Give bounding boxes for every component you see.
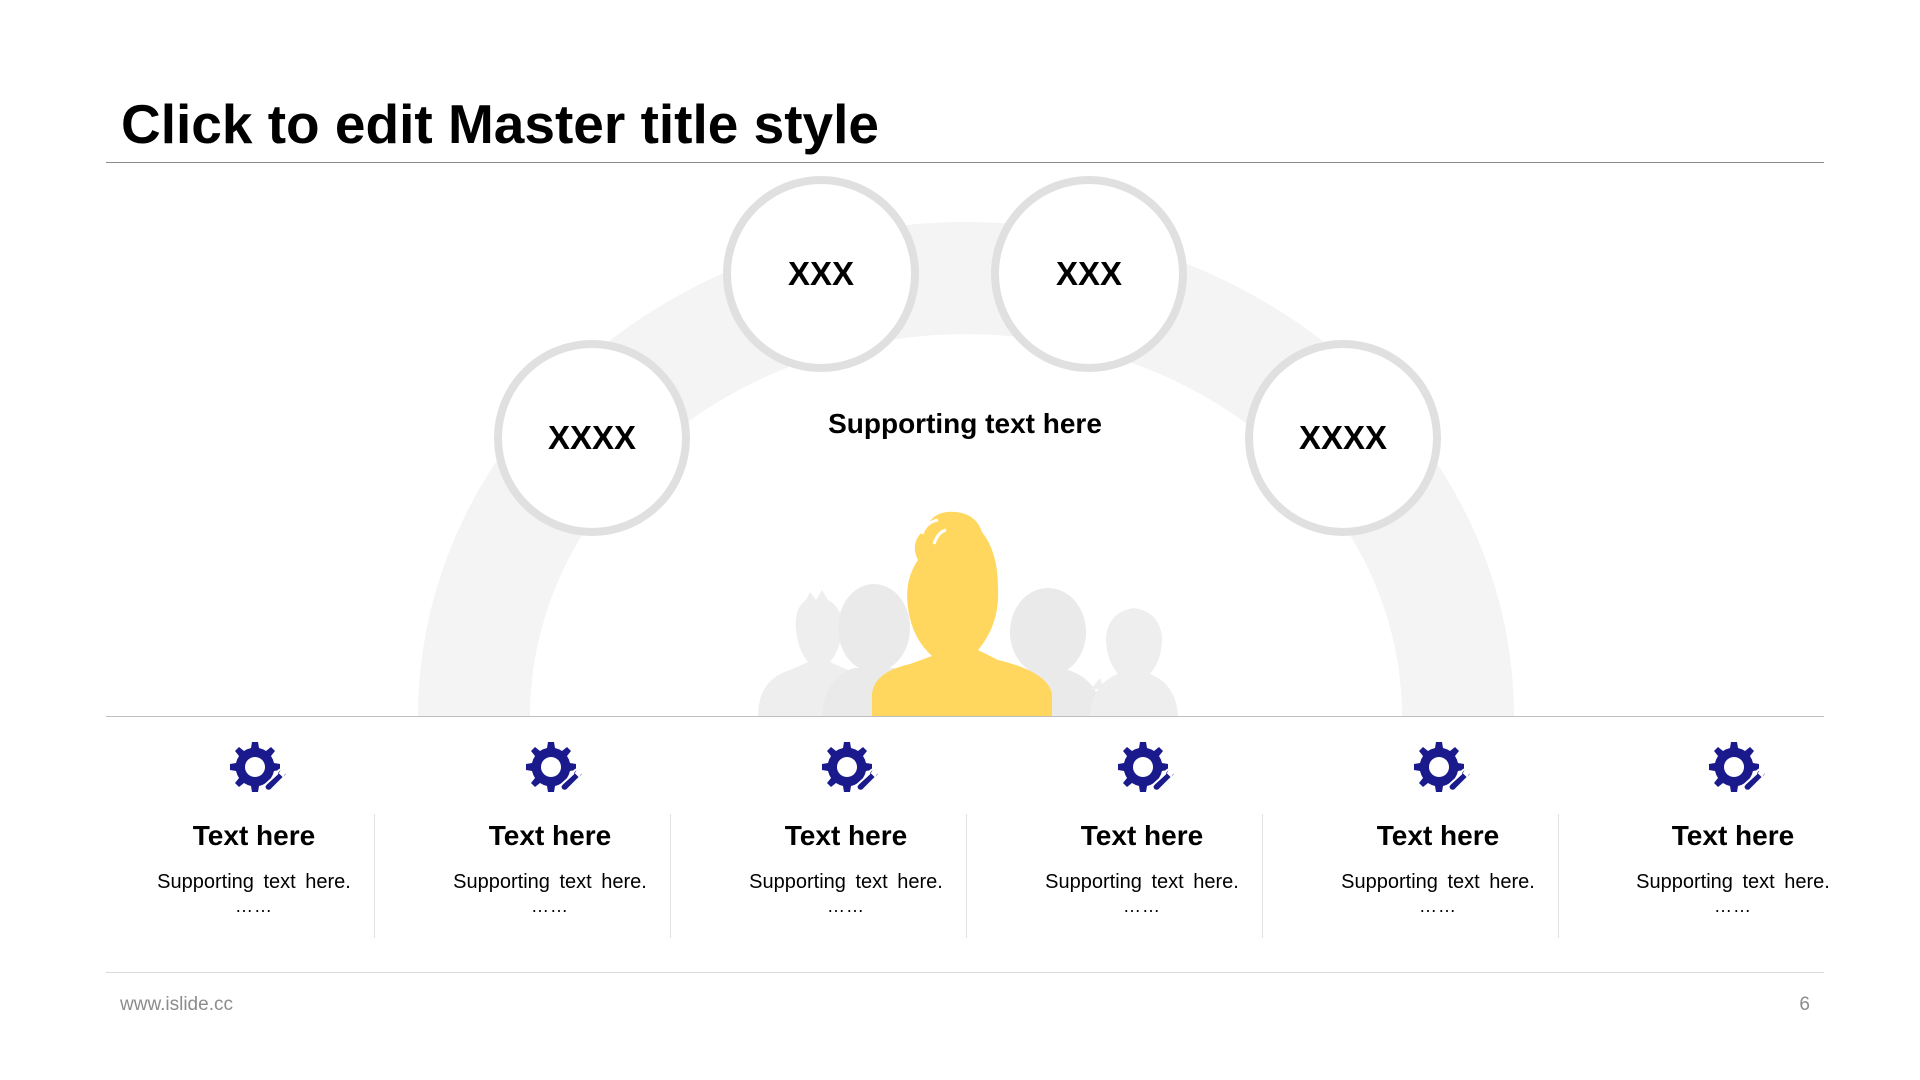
page-number: 6 <box>1799 994 1810 1015</box>
feature-title: Text here <box>1080 820 1204 851</box>
feature-column-6[interactable]: Text here Supporting text here. …… <box>1585 730 1881 950</box>
feature-more: …… <box>1419 896 1457 916</box>
feature-text: Supporting text here. <box>1045 871 1239 893</box>
gear-wrench-icon <box>526 742 584 792</box>
feature-title: Text here <box>1376 820 1500 851</box>
feature-more: …… <box>235 896 273 916</box>
feature-title: Text here <box>488 820 612 851</box>
circle-node-label: XXX <box>787 255 855 292</box>
feature-text: Supporting text here. <box>453 871 647 893</box>
feature-column-5[interactable]: Text here Supporting text here. …… <box>1290 730 1586 950</box>
gear-wrench-icon <box>1118 742 1176 792</box>
circle-node-label: XXXX <box>547 419 637 456</box>
title-underline <box>106 162 1824 163</box>
feature-text: Supporting text here. <box>157 871 351 893</box>
column-divider <box>1558 814 1559 938</box>
feature-more: …… <box>531 896 569 916</box>
circle-node-3[interactable]: XXX <box>991 176 1187 372</box>
slide-title[interactable]: Click to edit Master title style <box>121 93 879 155</box>
circle-node-1[interactable]: XXXX <box>494 340 690 536</box>
feature-column-1[interactable]: Text here Supporting text here. …… <box>106 730 402 950</box>
leader-person-icon <box>872 511 1052 716</box>
circle-node-label: XXX <box>1055 255 1123 292</box>
footer-url[interactable]: www.islide.cc <box>120 994 233 1015</box>
feature-title: Text here <box>1671 820 1795 851</box>
content-divider <box>106 716 1824 717</box>
person-silhouette-icon <box>1090 608 1178 716</box>
circle-node-4[interactable]: XXXX <box>1245 340 1441 536</box>
people-group-icon <box>758 511 1178 716</box>
feature-more: …… <box>827 896 865 916</box>
circle-node-label: XXXX <box>1298 419 1388 456</box>
footer-divider <box>106 972 1824 973</box>
feature-columns: Text here Supporting text here. …… Text … <box>106 730 1878 950</box>
gear-wrench-icon <box>822 742 880 792</box>
feature-title: Text here <box>192 820 316 851</box>
gear-wrench-icon <box>1414 742 1472 792</box>
column-divider <box>374 814 375 938</box>
feature-title: Text here <box>784 820 908 851</box>
column-divider <box>670 814 671 938</box>
feature-column-4[interactable]: Text here Supporting text here. …… <box>994 730 1290 950</box>
circle-node-2[interactable]: XXX <box>723 176 919 372</box>
column-divider <box>1262 814 1263 938</box>
feature-text: Supporting text here. <box>749 871 943 893</box>
column-divider <box>966 814 967 938</box>
gear-wrench-icon <box>1709 742 1767 792</box>
feature-column-2[interactable]: Text here Supporting text here. …… <box>402 730 698 950</box>
feature-more: …… <box>1714 896 1752 916</box>
feature-column-3[interactable]: Text here Supporting text here. …… <box>698 730 994 950</box>
feature-text: Supporting text here. <box>1636 871 1830 893</box>
feature-text: Supporting text here. <box>1341 871 1535 893</box>
gear-wrench-icon <box>230 742 288 792</box>
center-supporting-text[interactable]: Supporting text here <box>828 408 1102 439</box>
feature-more: …… <box>1123 896 1161 916</box>
